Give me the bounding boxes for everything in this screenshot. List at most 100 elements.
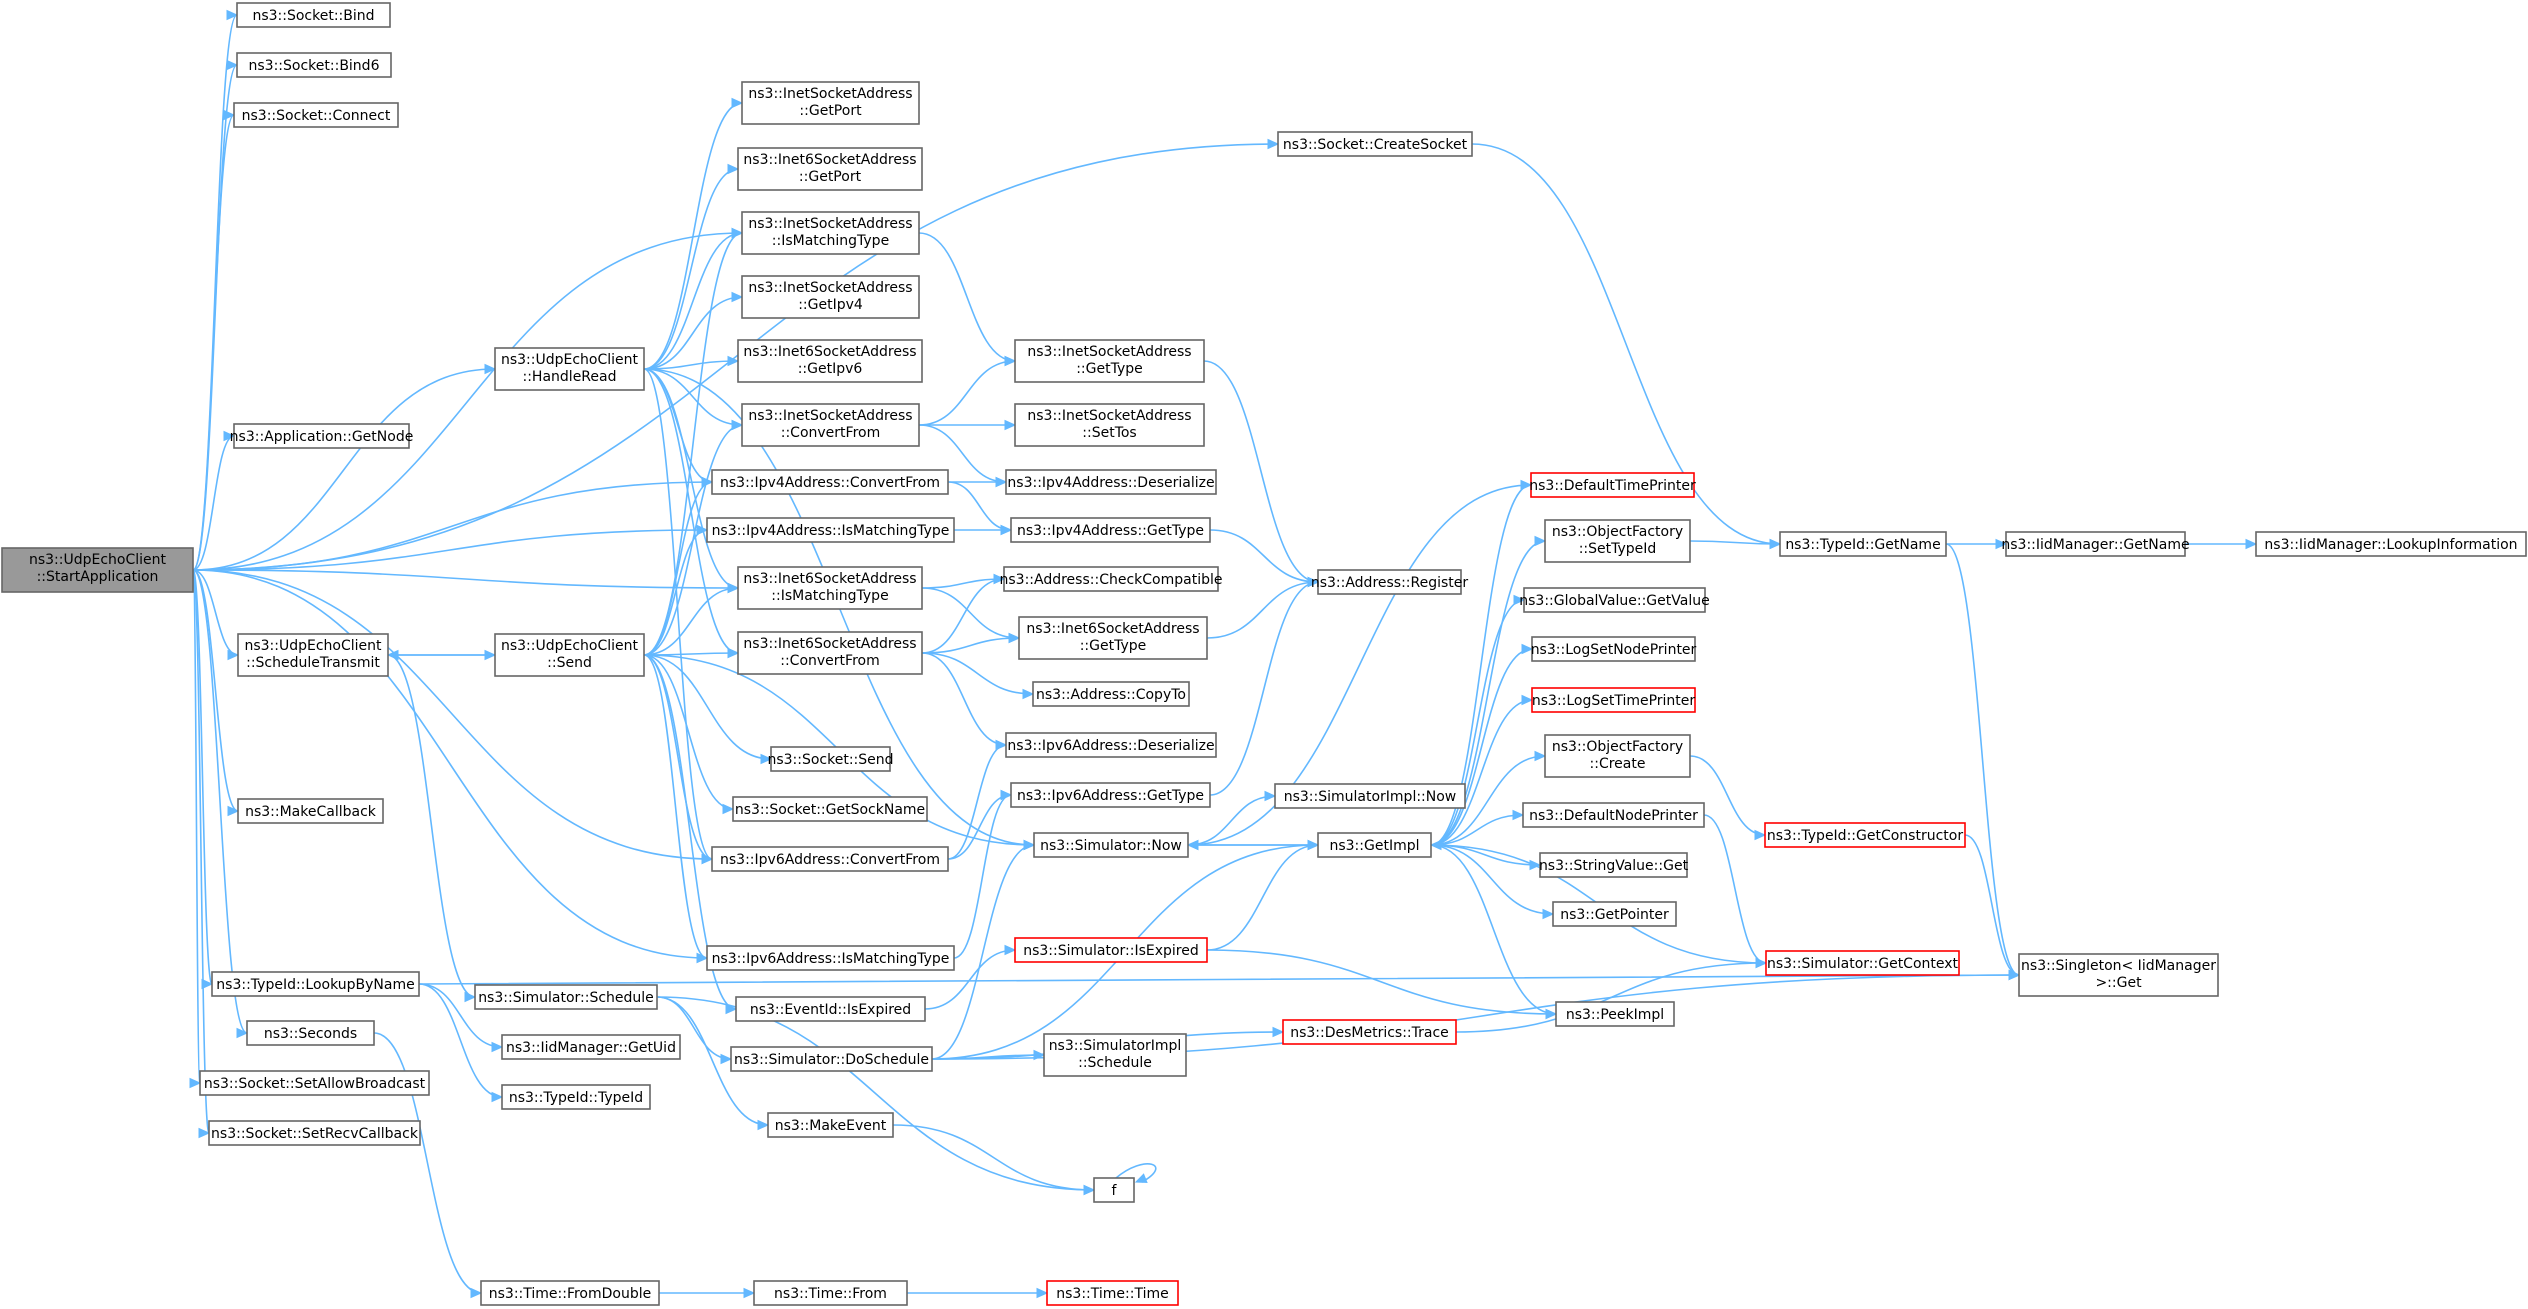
node-box xyxy=(1043,1033,1187,1077)
node-label: ns3::Simulator::Schedule xyxy=(478,990,654,1006)
edge-send-to-ipv4ismatch xyxy=(643,524,709,656)
edge-start-to-inetismatch xyxy=(192,227,744,571)
node-ipv6gettype[interactable]: ns3::Ipv6Address::GetType xyxy=(1010,782,1211,808)
node-makecallback[interactable]: ns3::MakeCallback xyxy=(237,798,384,824)
node-getsockname[interactable]: ns3::Socket::GetSockName xyxy=(732,796,928,822)
edge-send-to-ipv6ismatch xyxy=(643,654,709,964)
node-label: ns3::Ipv4Address::ConvertFrom xyxy=(720,475,940,491)
node-deftimeprinter[interactable]: ns3::DefaultTimePrinter xyxy=(1529,472,1696,498)
node-ipv4convert[interactable]: ns3::Ipv4Address::ConvertFrom xyxy=(711,469,949,495)
node-bind6[interactable]: ns3::Socket::Bind6 xyxy=(236,52,392,78)
node-iidgetuid[interactable]: ns3::IidManager::GetUid xyxy=(501,1034,681,1060)
node-ipv6deser[interactable]: ns3::Ipv6Address::Deserialize xyxy=(1005,732,1217,758)
edge-handleread-to-inet6getport xyxy=(643,163,740,370)
node-typeidtypeid[interactable]: ns3::TypeId::TypeId xyxy=(501,1084,651,1110)
node-bind[interactable]: ns3::Socket::Bind xyxy=(236,2,391,28)
node-objfactcreate[interactable]: ns3::ObjectFactory::Create xyxy=(1544,734,1691,778)
node-createsocket[interactable]: ns3::Socket::CreateSocket xyxy=(1277,131,1473,157)
edge-getimpl-to-defnodeprinter xyxy=(1430,809,1525,846)
node-box xyxy=(1010,782,1211,808)
node-handleread[interactable]: ns3::UdpEchoClient::HandleRead xyxy=(494,347,645,391)
node-timefrom[interactable]: ns3::Time::From xyxy=(753,1280,908,1306)
node-inetgetport[interactable]: ns3::InetSocketAddress::GetPort xyxy=(741,81,920,125)
node-typeidgetname[interactable]: ns3::TypeId::GetName xyxy=(1779,531,1947,557)
node-getpointer[interactable]: ns3::GetPointer xyxy=(1552,901,1677,927)
node-simgetcontext[interactable]: ns3::Simulator::GetContext xyxy=(1765,950,1960,976)
node-typeidgetctor[interactable]: ns3::TypeId::GetConstructor xyxy=(1764,822,1966,848)
node-seconds[interactable]: ns3::Seconds xyxy=(246,1020,375,1046)
node-socketsend[interactable]: ns3::Socket::Send xyxy=(767,746,894,772)
edge-makeevent-to-f xyxy=(892,1124,1096,1196)
node-destrace[interactable]: ns3::DesMetrics::Trace xyxy=(1282,1019,1457,1045)
node-box xyxy=(1522,802,1705,828)
edge-simschedule-to-f xyxy=(656,996,1096,1196)
node-start[interactable]: ns3::UdpEchoClient::StartApplication xyxy=(1,547,194,593)
node-simisexpired[interactable]: ns3::Simulator::IsExpired xyxy=(1014,937,1208,963)
node-iidlookupinfo[interactable]: ns3::IidManager::LookupInformation xyxy=(2255,531,2527,557)
node-box xyxy=(1779,531,1947,557)
node-box xyxy=(737,147,923,191)
node-inet6convert[interactable]: ns3::Inet6SocketAddress::ConvertFrom xyxy=(737,631,923,675)
node-fromdouble[interactable]: ns3::Time::FromDouble xyxy=(480,1280,660,1306)
node-inetconvert[interactable]: ns3::InetSocketAddress::ConvertFrom xyxy=(741,403,920,447)
node-ipv4ismatch[interactable]: ns3::Ipv4Address::IsMatchingType xyxy=(706,517,955,543)
node-f[interactable]: f xyxy=(1093,1177,1135,1203)
node-box xyxy=(1764,822,1966,848)
node-inet6ismatch[interactable]: ns3::Inet6SocketAddress::IsMatchingType xyxy=(737,566,923,610)
node-inet6getipv6[interactable]: ns3::Inet6SocketAddress::GetIpv6 xyxy=(737,339,923,383)
node-defnodeprinter[interactable]: ns3::DefaultNodePrinter xyxy=(1522,802,1705,828)
node-schedtx[interactable]: ns3::UdpEchoClient::ScheduleTransmit xyxy=(237,633,389,677)
node-stringvalget[interactable]: ns3::StringValue::Get xyxy=(1539,852,1689,878)
node-label: ns3::Address::Register xyxy=(1311,575,1469,591)
node-label: ns3::GetImpl xyxy=(1329,838,1419,854)
node-box xyxy=(208,1120,421,1146)
node-label: ns3::TypeId::GetName xyxy=(1785,537,1940,553)
edge-typeidgetname-to-singletonget xyxy=(1945,543,2021,981)
node-connect[interactable]: ns3::Socket::Connect xyxy=(233,102,399,128)
node-inetgetipv4[interactable]: ns3::InetSocketAddress::GetIpv4 xyxy=(741,275,920,319)
node-inetismatch[interactable]: ns3::InetSocketAddress::IsMatchingType xyxy=(741,211,920,255)
node-box xyxy=(501,1084,651,1110)
node-send[interactable]: ns3::UdpEchoClient::Send xyxy=(494,633,645,677)
node-inetsettos[interactable]: ns3::InetSocketAddress::SetTos xyxy=(1014,403,1205,447)
node-logsetnode[interactable]: ns3::LogSetNodePrinter xyxy=(1531,636,1697,662)
node-setallowbc[interactable]: ns3::Socket::SetAllowBroadcast xyxy=(199,1070,430,1096)
node-getimpl[interactable]: ns3::GetImpl xyxy=(1317,832,1432,858)
node-getnode[interactable]: ns3::Application::GetNode xyxy=(230,423,414,449)
node-eventexpired[interactable]: ns3::EventId::IsExpired xyxy=(735,996,926,1022)
node-simnow[interactable]: ns3::Simulator::Now xyxy=(1033,832,1189,858)
edge-start-to-ipv4convert xyxy=(192,476,714,571)
node-singletonget[interactable]: ns3::Singleton< IidManager>::Get xyxy=(2018,953,2219,997)
node-simdoschedule[interactable]: ns3::Simulator::DoSchedule xyxy=(730,1046,933,1072)
node-label-line: ns3::Inet6SocketAddress xyxy=(743,636,916,652)
node-logsettime[interactable]: ns3::LogSetTimePrinter xyxy=(1531,687,1696,713)
node-globalgetvalue[interactable]: ns3::GlobalValue::GetValue xyxy=(1519,587,1710,613)
node-objfactsettype[interactable]: ns3::ObjectFactory::SetTypeId xyxy=(1544,519,1691,563)
node-inetgettype[interactable]: ns3::InetSocketAddress::GetType xyxy=(1014,339,1205,383)
node-simimplnow[interactable]: ns3::SimulatorImpl::Now xyxy=(1274,783,1466,809)
node-ipv6convert[interactable]: ns3::Ipv6Address::ConvertFrom xyxy=(711,846,949,872)
node-peekimpl[interactable]: ns3::PeekImpl xyxy=(1555,1001,1675,1027)
node-addrcheck[interactable]: ns3::Address::CheckCompatible xyxy=(1000,566,1223,592)
node-lookupbyname[interactable]: ns3::TypeId::LookupByName xyxy=(211,971,420,997)
node-inet6getport[interactable]: ns3::Inet6SocketAddress::GetPort xyxy=(737,147,923,191)
node-ipv4deser[interactable]: ns3::Ipv4Address::Deserialize xyxy=(1005,469,1217,495)
node-box xyxy=(1003,566,1219,592)
node-makeevent[interactable]: ns3::MakeEvent xyxy=(767,1112,894,1138)
node-inet6gettype[interactable]: ns3::Inet6SocketAddress::GetType xyxy=(1018,616,1208,660)
node-label-line: ::Schedule xyxy=(1078,1055,1152,1071)
node-iidgetname[interactable]: ns3::IidManager::GetName xyxy=(2001,531,2190,557)
node-box xyxy=(1046,1280,1179,1306)
node-ipv4gettype[interactable]: ns3::Ipv4Address::GetType xyxy=(1010,517,1211,543)
node-ipv6ismatch[interactable]: ns3::Ipv6Address::IsMatchingType xyxy=(706,945,955,971)
node-timetime[interactable]: ns3::Time::Time xyxy=(1046,1280,1179,1306)
node-setrecvcb[interactable]: ns3::Socket::SetRecvCallback xyxy=(208,1120,421,1146)
node-addrregister[interactable]: ns3::Address::Register xyxy=(1311,569,1469,595)
node-addrcopyto[interactable]: ns3::Address::CopyTo xyxy=(1032,681,1190,707)
node-label: ns3::StringValue::Get xyxy=(1539,858,1689,874)
node-label: ns3::Time::From xyxy=(774,1286,887,1302)
edge-inet6convert-to-addrcheck xyxy=(921,573,1006,654)
node-simschedule[interactable]: ns3::Simulator::Schedule xyxy=(474,984,658,1010)
node-simimplsched[interactable]: ns3::SimulatorImpl::Schedule xyxy=(1043,1033,1187,1077)
